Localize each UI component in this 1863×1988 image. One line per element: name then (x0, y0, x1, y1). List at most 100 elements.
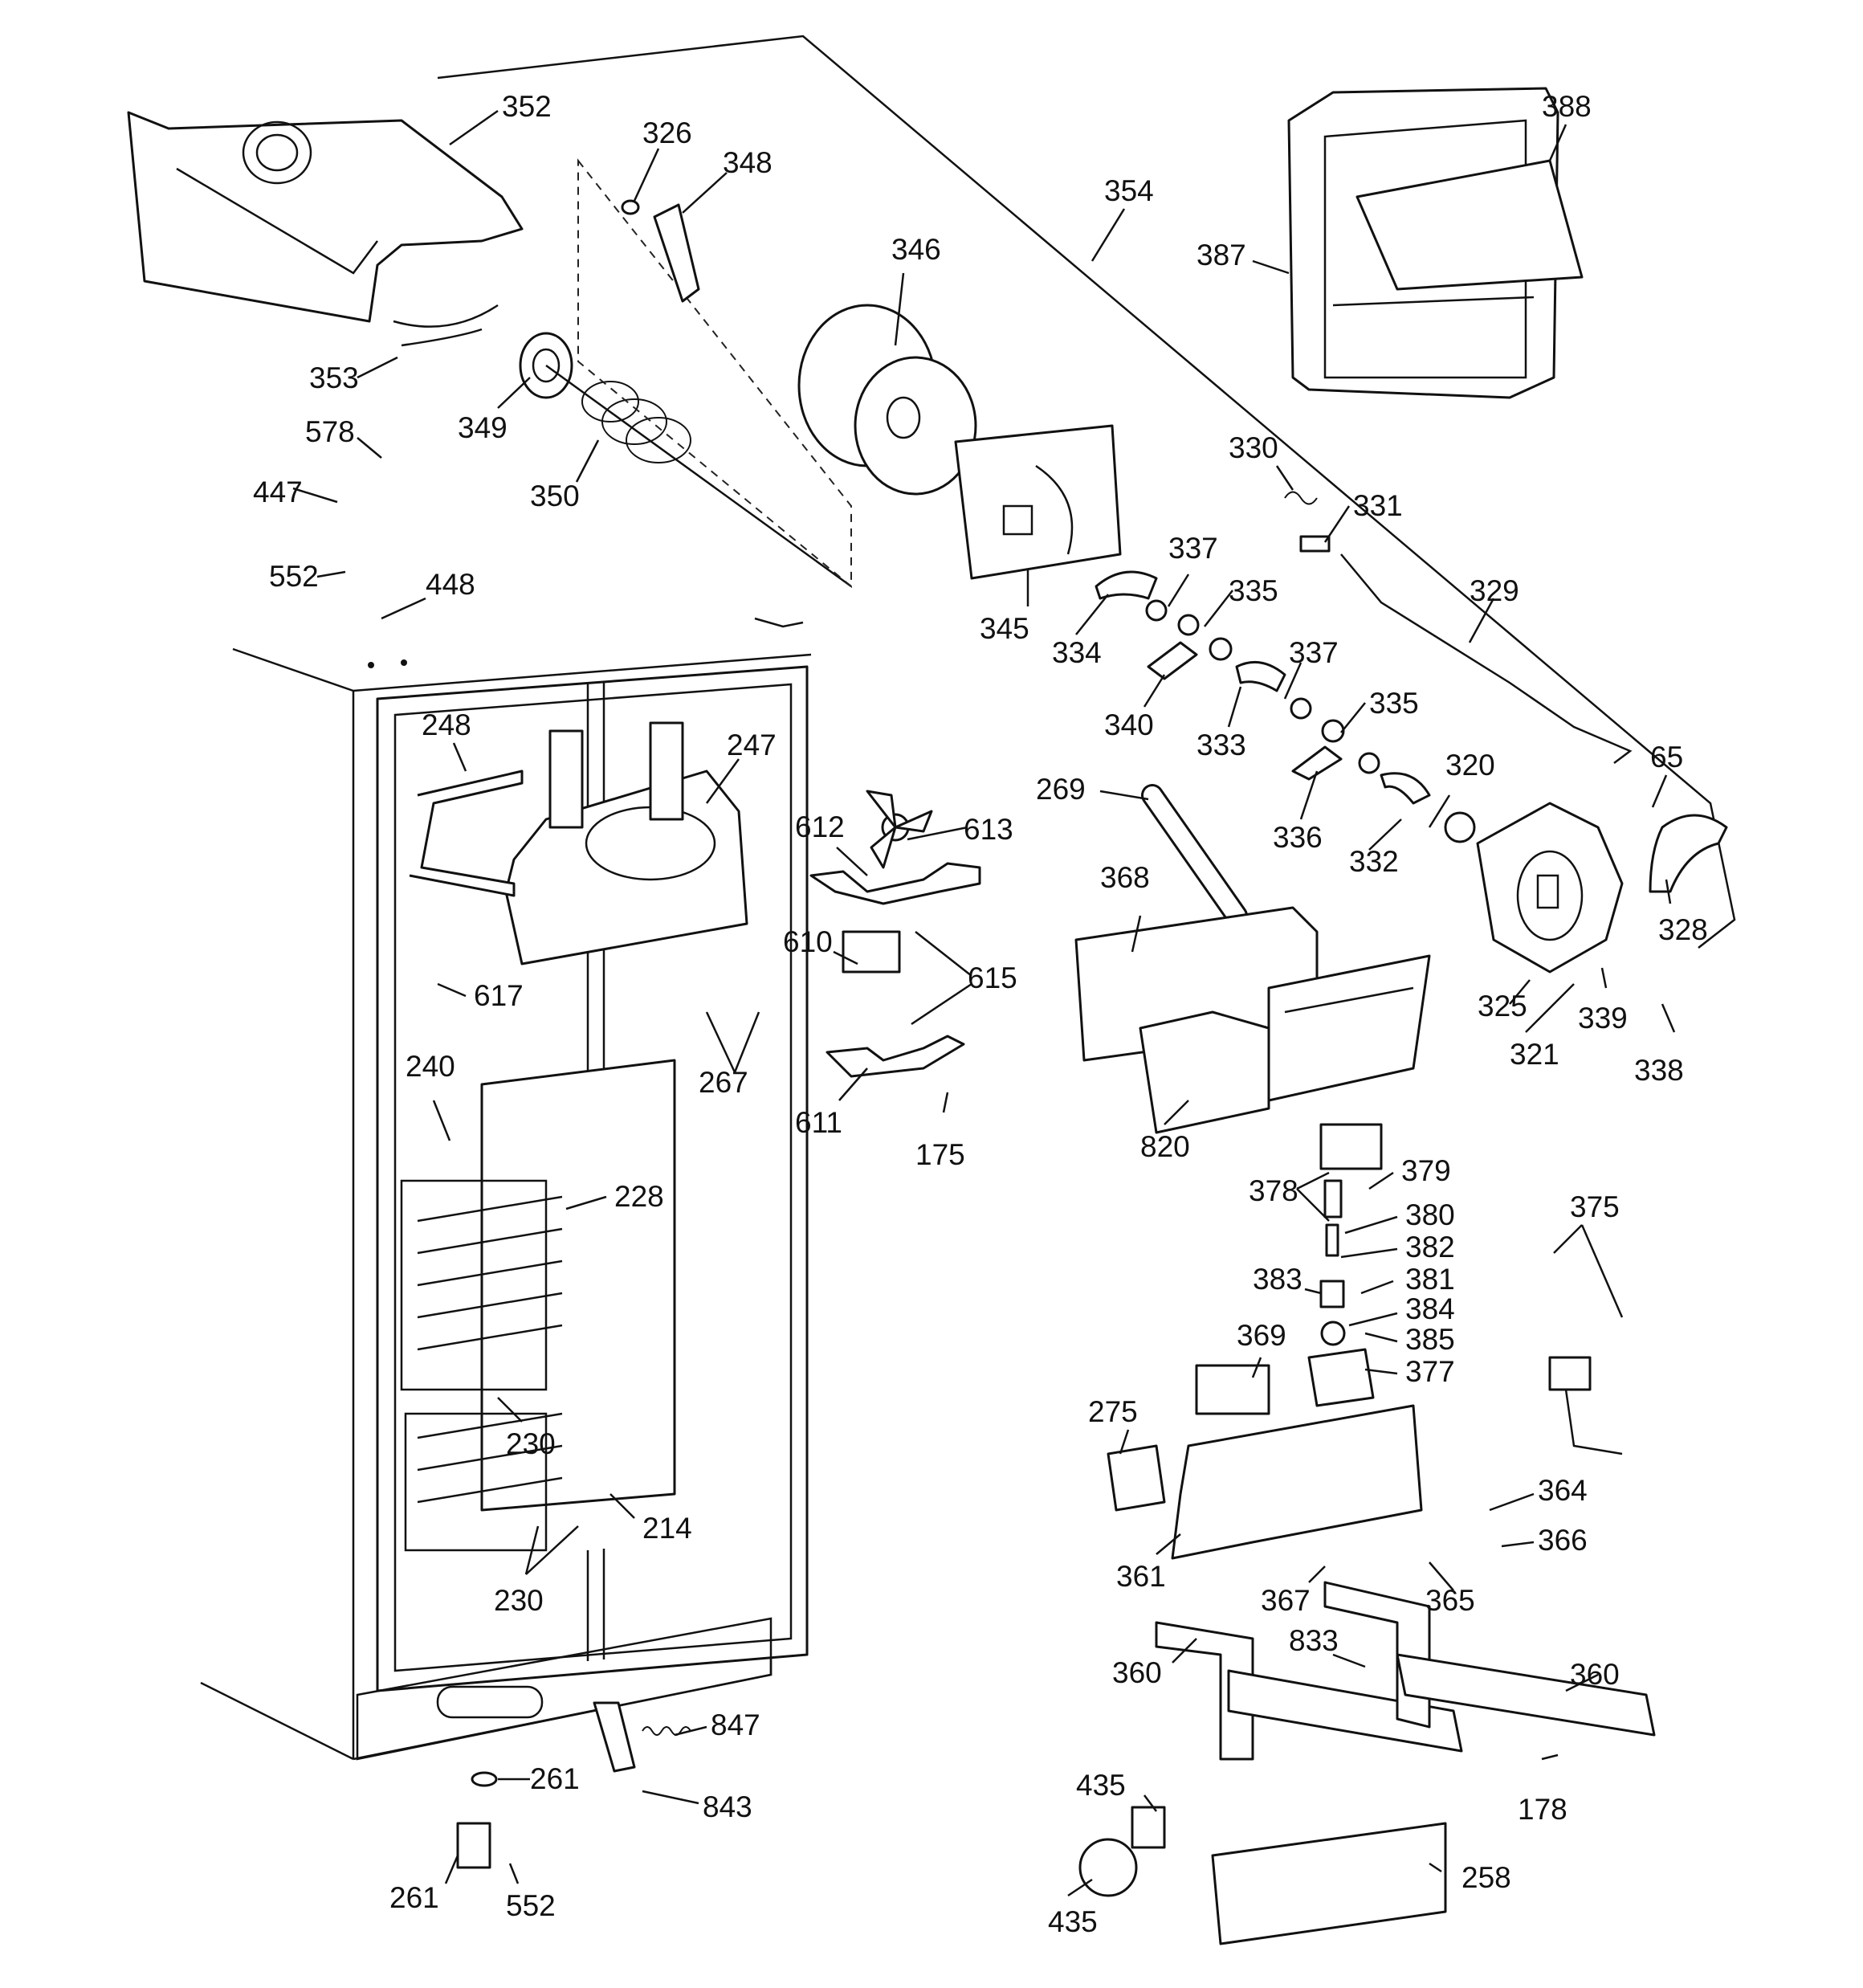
callout-label: 335 (1229, 574, 1278, 607)
callout-label: 228 (614, 1180, 664, 1213)
icemaker-368 (1074, 906, 1431, 1134)
callout-label: 336 (1273, 821, 1323, 854)
callout-label: 214 (642, 1512, 692, 1545)
callout-label: 345 (980, 612, 1029, 645)
callout-label: 326 (642, 116, 692, 149)
callout-label: 261 (389, 1881, 439, 1914)
auger-assembly (519, 158, 852, 589)
fan-blade-613 (809, 790, 981, 1078)
callout-label: 382 (1405, 1231, 1455, 1263)
callout-label: 240 (406, 1050, 455, 1083)
callout-label: 325 (1478, 990, 1527, 1023)
callout-label: 349 (458, 411, 508, 444)
callout-label: 328 (1658, 913, 1708, 946)
callout-label: 340 (1104, 708, 1154, 741)
fin-rows (417, 1195, 563, 1504)
callout-label: 331 (1353, 489, 1403, 522)
hinge-parts (456, 1701, 691, 1869)
callout-label: 611 (795, 1106, 842, 1139)
callout-label: 612 (795, 810, 845, 843)
callout-label: 334 (1052, 636, 1102, 669)
callout-label: 248 (422, 708, 471, 741)
dispenser-parts (1107, 1123, 1623, 1560)
callout-label: 353 (309, 361, 359, 394)
callout-label: 267 (699, 1066, 748, 1099)
callout-label: 388 (1542, 90, 1592, 123)
callout-label: 332 (1349, 845, 1399, 878)
plate-345 (954, 424, 1122, 580)
callout-label: 368 (1100, 861, 1150, 894)
dispenser-door-387 (1287, 87, 1584, 399)
callout-label: 338 (1634, 1054, 1684, 1087)
callout-label: 387 (1196, 239, 1246, 271)
callout-label: 365 (1425, 1584, 1475, 1617)
callout-label: 378 (1249, 1174, 1298, 1207)
callout-label: 175 (915, 1138, 965, 1171)
callout-label: 230 (494, 1584, 544, 1617)
callout-label: 375 (1570, 1190, 1620, 1223)
callout-label: 261 (530, 1762, 580, 1795)
callout-label: 833 (1289, 1624, 1339, 1657)
callout-label: 364 (1538, 1474, 1588, 1507)
callout-label: 615 (968, 961, 1017, 994)
rails-360 (1155, 1581, 1656, 1761)
callout-label: 320 (1445, 749, 1495, 782)
callout-label: 247 (727, 729, 777, 761)
callout-label: 329 (1470, 574, 1519, 607)
callout-label: 360 (1570, 1658, 1620, 1691)
callout-label: 820 (1140, 1130, 1190, 1163)
callout-label: 377 (1405, 1355, 1455, 1388)
callout-label: 348 (723, 146, 773, 179)
callout-label: 350 (530, 480, 580, 512)
callout-label: 178 (1518, 1793, 1567, 1826)
callout-label: 385 (1405, 1323, 1455, 1356)
callout-label: 330 (1229, 431, 1278, 464)
callout-label: 333 (1196, 729, 1246, 761)
callout-label: 383 (1253, 1263, 1302, 1296)
callout-label: 552 (506, 1889, 556, 1922)
linkage-parts (1095, 491, 1633, 805)
callout-label: 447 (253, 476, 303, 508)
callout-label: 337 (1289, 636, 1339, 669)
callout-label: 578 (305, 415, 355, 448)
lamp-435 (1078, 1806, 1166, 1897)
callout-label: 384 (1405, 1292, 1455, 1325)
callout-label: 258 (1461, 1861, 1511, 1894)
callout-label: 847 (711, 1708, 760, 1741)
callout-label: 381 (1405, 1263, 1455, 1296)
callout-label: 369 (1237, 1319, 1286, 1352)
callout-label: 435 (1048, 1905, 1098, 1938)
callout-label: 380 (1405, 1198, 1455, 1231)
callout-label: 335 (1369, 687, 1419, 720)
callout-label: 843 (703, 1790, 752, 1823)
callout-label: 435 (1076, 1769, 1126, 1802)
callout-label: 610 (783, 925, 833, 958)
callout-label: 361 (1116, 1560, 1166, 1593)
callout-label: 275 (1088, 1395, 1138, 1428)
callout-label: 65 (1650, 741, 1683, 774)
callout-label: 360 (1112, 1656, 1162, 1689)
callout-label: 366 (1538, 1524, 1588, 1557)
callout-label: 337 (1168, 532, 1218, 565)
drum-346 (797, 304, 977, 496)
callout-label: 352 (502, 90, 552, 123)
callout-labels: 352 326 348 354 388 346 387 353 349 578 … (253, 90, 1708, 1938)
callout-label: 617 (474, 979, 524, 1012)
ice-bucket-352 (127, 111, 524, 347)
callout-label: 339 (1578, 1002, 1628, 1035)
motor-housing-325 (1444, 802, 1728, 974)
cover-258 (1211, 1822, 1447, 1945)
callout-label: 613 (964, 813, 1013, 846)
evaporator-228 (400, 1059, 676, 1552)
tube-269 (1141, 784, 1248, 927)
fan-housing-247 (409, 721, 748, 965)
callout-label: 367 (1261, 1584, 1311, 1617)
callout-label: 354 (1104, 174, 1154, 207)
callout-label: 379 (1401, 1154, 1451, 1187)
leader-lines (292, 109, 1676, 1897)
callout-label: 552 (269, 560, 319, 593)
callout-label: 448 (426, 568, 475, 601)
callout-label: 321 (1510, 1038, 1559, 1071)
callout-label: 230 (506, 1427, 556, 1460)
